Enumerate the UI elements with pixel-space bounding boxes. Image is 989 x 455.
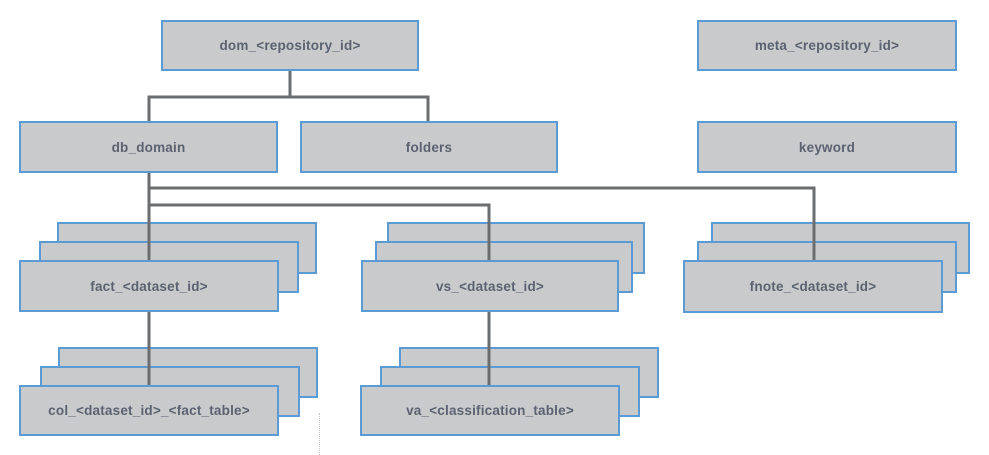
node-folders: folders — [300, 121, 558, 173]
node-meta-repository-label: meta_<repository_id> — [754, 38, 900, 53]
node-vs-dataset: vs_<dataset_id> — [361, 260, 619, 312]
node-folders-label: folders — [405, 139, 453, 155]
node-col-fact-table: col_<dataset_id>_<fact_table> — [19, 385, 279, 436]
node-keyword-label: keyword — [798, 139, 856, 155]
node-meta-repository: meta_<repository_id> — [697, 20, 957, 71]
node-db-domain-label: db_domain — [111, 139, 186, 155]
node-dom-repository-label: dom_<repository_id> — [219, 38, 361, 53]
node-fact-dataset: fact_<dataset_id> — [19, 260, 279, 312]
node-fnote-dataset: fnote_<dataset_id> — [683, 260, 943, 313]
node-col-fact-table-label: col_<dataset_id>_<fact_table> — [48, 403, 250, 418]
node-keyword: keyword — [697, 121, 957, 173]
node-fact-dataset-label: fact_<dataset_id> — [90, 278, 208, 294]
node-va-classification-label: va_<classification_table> — [406, 403, 574, 418]
connector-dom-to-db-and-folders — [147, 71, 430, 121]
node-db-domain: db_domain — [19, 121, 278, 173]
node-va-classification: va_<classification_table> — [360, 385, 620, 436]
node-vs-dataset-label: vs_<dataset_id> — [435, 278, 545, 294]
node-fnote-dataset-label: fnote_<dataset_id> — [749, 279, 877, 294]
page-boundary-dotted-line — [319, 413, 320, 455]
node-dom-repository: dom_<repository_id> — [161, 20, 419, 71]
